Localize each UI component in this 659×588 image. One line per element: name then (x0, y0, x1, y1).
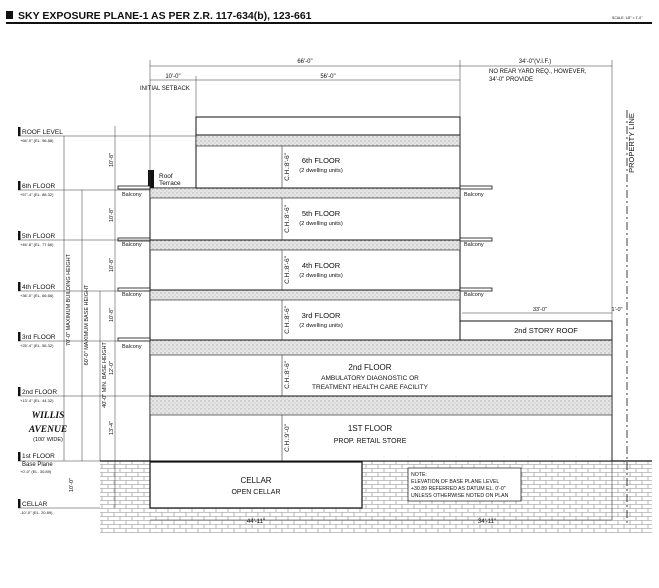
balcony-label: Balcony (464, 292, 484, 298)
level-datum-lines (18, 135, 196, 509)
max-building-height: 70'-0" MAXIMUM BUILDING HEIGHT (66, 253, 72, 346)
rear-roof-dim-label: 33'-0" (533, 307, 547, 313)
floor-2-sub: AMBULATORY DIAGNOSTIC OR (321, 375, 419, 382)
floor-1-title: 1ST FLOOR (348, 424, 393, 433)
rear-note-1: NO REAR YARD REQ., HOWEVER, (489, 69, 587, 75)
balcony-label: Balcony (464, 242, 484, 248)
rear-note-2: 34'-0" PROVIDE (489, 77, 533, 83)
floor-2-title: 2nd FLOOR (348, 363, 391, 372)
level-roof-el: +66'-0" (EL. 96.88) (20, 138, 54, 143)
ch-3: C.H.:8'-6" (284, 305, 291, 333)
floor-3-sub: (2 dwelling units) (299, 323, 343, 329)
level-cellar-name: CELLAR (22, 501, 48, 508)
note-l4: UNLESS OTHERWISE NOTED ON PLAN (411, 493, 509, 499)
ch-6: C.H.:8'-6" (284, 152, 291, 180)
level-markers (18, 127, 21, 508)
level-3-name: 3rd FLOOR (22, 334, 56, 341)
scale-label: SCALE: 1/8" = 1'-0" (612, 16, 643, 20)
level-cellar-el: -10'-0" (EL. 20.89) (20, 510, 53, 515)
level-5-name: 5th FLOOR (22, 233, 56, 240)
level-base-el: +0'-0" (EL. 30.89) (20, 469, 52, 474)
slab-5 (149, 239, 461, 251)
second-story-roof-label: 2nd STORY ROOF (514, 326, 578, 335)
main-width-dim: 56'-0" (320, 74, 335, 80)
floor-3-title: 3rd FLOOR (302, 311, 341, 320)
rear-yard-dim: 34'-0"(V.I.F.) (519, 59, 551, 65)
balcony-label: Balcony (122, 292, 142, 298)
roof-terrace-rail (148, 170, 154, 188)
level-4-name: 4th FLOOR (22, 284, 56, 291)
roof-terrace-label-1: Roof (159, 173, 173, 180)
parapet (195, 116, 461, 136)
level-6-name: 6th FLOOR (22, 183, 56, 190)
property-line-label: PROPERTY LINE (627, 113, 636, 173)
top-dimension-lines (149, 60, 613, 520)
small-dim-label: 1'-0" (612, 307, 623, 313)
title: SKY EXPOSURE PLANE-1 AS PER Z.R. 117-634… (18, 10, 312, 22)
ground-cellar-floor (150, 508, 362, 533)
cellar-sub: OPEN CELLAR (231, 489, 280, 496)
setback-label: INITIAL SETBACK (140, 86, 190, 92)
note-l2: ELEVATION OF BASE PLANE LEVEL (411, 479, 499, 485)
balcony-label: Balcony (464, 192, 484, 198)
note-l3: +30.89 REFERRED AS DATUM EL. 0'-0" (411, 486, 506, 492)
level-2-name: 2nd FLOOR (22, 389, 57, 396)
level-2-el: +13'-4" (EL. 44.32) (20, 398, 54, 403)
dim-4-3: 10'-8" (109, 308, 115, 322)
title-marker (6, 11, 13, 19)
ch-4: C.H.:8'-6" (284, 255, 291, 283)
cellar-box (149, 461, 363, 509)
level-1-name: 1st FLOOR (22, 453, 55, 460)
floor-4-title: 4th FLOOR (302, 261, 341, 270)
floor-1-sub: PROP. RETAIL STORE (334, 438, 407, 445)
dim-3-2: 12'-0" (109, 361, 115, 375)
bottom-left-dim: 44'-11" (247, 519, 265, 525)
ground-left (100, 461, 150, 533)
slab-2 (149, 395, 613, 416)
street-name-2: AVENUE (28, 425, 67, 435)
street-name-1: WILLIS (32, 411, 65, 421)
floor-6-sub: (2 dwelling units) (299, 168, 343, 174)
setback-dim: 10'-0" (165, 74, 180, 80)
vertical-dimension-lines (63, 126, 116, 508)
floor-5-title: 5th FLOOR (302, 209, 341, 218)
street-width: (100' WIDE) (33, 437, 63, 443)
slab-3 (149, 339, 613, 356)
dim-roof-6: 10'-8" (109, 153, 115, 167)
slab-4 (149, 289, 461, 301)
cellar-title: CELLAR (240, 476, 271, 485)
max-base-height: 60'-0" MAXIMUM BASE HEIGHT (84, 284, 90, 365)
balcony-label: Balcony (122, 192, 142, 198)
floor-6-title: 6th FLOOR (302, 156, 341, 165)
level-4-el: +36'-0" (EL. 66.66) (20, 293, 54, 298)
level-3-el: +25'-4" (EL. 56.32) (20, 343, 54, 348)
balcony-label: Balcony (122, 344, 142, 350)
dim-2-1: 13'-4" (109, 421, 115, 435)
ch-5: C.H.:8'-6" (284, 204, 291, 232)
note-box (407, 467, 522, 502)
slab-6 (149, 187, 461, 199)
floor-4-sub: (2 dwelling units) (299, 273, 343, 279)
ch-1: C.H.:9'-0" (284, 423, 291, 451)
balcony-label: Balcony (122, 242, 142, 248)
floor-2-sub2: TREATMENT HEALTH CARE FACILITY (312, 384, 429, 391)
ch-2: C.H.:8'-6" (284, 360, 291, 388)
dim-cellar: 10'-0" (69, 478, 75, 492)
roof-terrace-label-2: Terrace (159, 180, 181, 187)
dim-6-5: 10'-8" (109, 208, 115, 222)
bottom-right-dim: 34'-11" (478, 519, 496, 525)
floor-5-sub: (2 dwelling units) (299, 221, 343, 227)
dim-5-4: 10'-8" (109, 258, 115, 272)
level-5-el: +46'-8" (EL. 77.66) (20, 242, 54, 247)
note-l1: NOTE: (411, 472, 427, 478)
level-base-name: Base Plane (22, 462, 53, 468)
level-roof-name: ROOF LEVEL (22, 129, 63, 136)
slab-roof (195, 134, 461, 147)
min-base-height: 40'-0" MIN. BASE HEIGHT (102, 342, 108, 408)
total-width-dim: 66'-0" (297, 59, 312, 65)
level-6-el: +57'-4" (EL. 88.32) (20, 192, 54, 197)
